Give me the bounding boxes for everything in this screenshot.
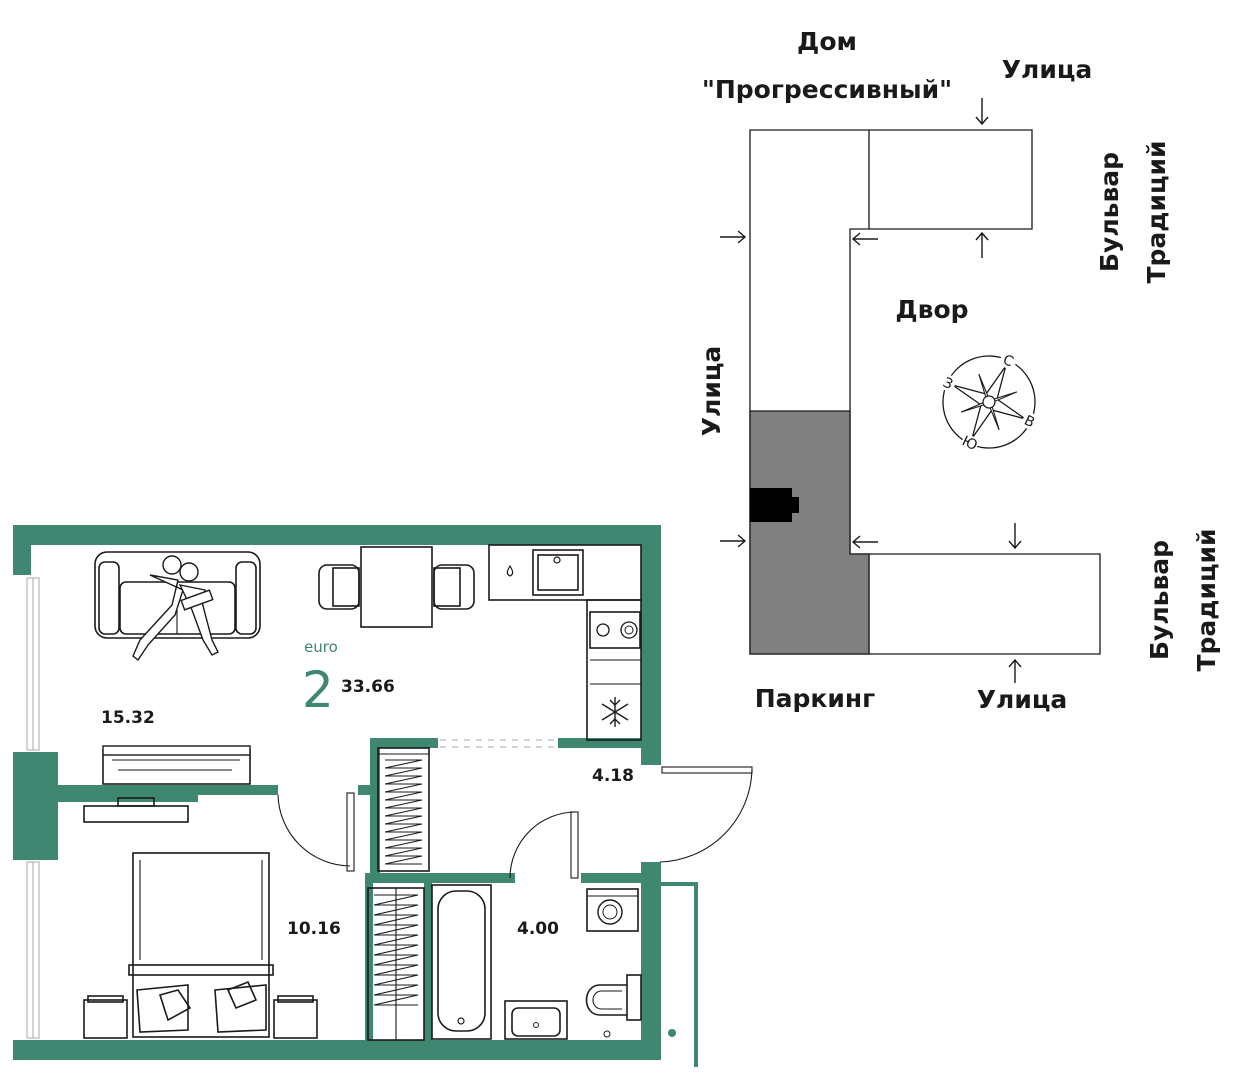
sink-icon [504, 1000, 568, 1040]
snowflake-icon [601, 697, 629, 727]
total-area: 33.66 [341, 677, 395, 697]
apartment-type-label: euro [304, 638, 338, 656]
tv-stand-icon [83, 745, 251, 823]
area-living-kitchen: 15.32 [101, 708, 155, 728]
entrance-marker [750, 488, 799, 522]
street-bottom-label: Улица [977, 685, 1068, 714]
windows [26, 577, 558, 1039]
toilet-icon [585, 974, 642, 1021]
area-hall: 4.18 [592, 766, 634, 786]
nightstand-right-icon [273, 999, 318, 1039]
kitchen-icon [488, 544, 642, 741]
site-plan: С В Ю З Дом "Прогрессивный" Улица Двор П… [697, 27, 1221, 714]
doors [277, 766, 753, 879]
sofa-icon [94, 551, 261, 639]
dining-table-icon [318, 546, 475, 628]
walls [13, 525, 698, 1067]
boulevard-upper-line2: Традиций [1142, 140, 1171, 283]
bedroom-wardrobe-icon [367, 887, 425, 1041]
compass-south: Ю [959, 433, 979, 454]
boulevard-lower-line1: Бульвар [1145, 540, 1174, 660]
parking-label: Паркинг [755, 684, 876, 713]
wardrobe-icon [377, 747, 430, 872]
parking-section [749, 410, 870, 655]
entrance-arrows [720, 98, 1022, 683]
boulevard-upper-line1: Бульвар [1095, 152, 1124, 272]
building-name-line1: Дом [797, 27, 857, 56]
apartment-plan: euro 2 33.66 15.32 4.18 10.16 4.00 [13, 525, 753, 1067]
area-bathroom: 4.00 [517, 919, 559, 939]
bathtub-icon [431, 884, 492, 1040]
courtyard-label: Двор [895, 295, 968, 324]
riser-marker [668, 1029, 676, 1037]
washing-machine-icon [586, 888, 639, 932]
bed-icon [128, 852, 274, 1038]
room-count: 2 [302, 661, 334, 719]
nightstand-left-icon [83, 999, 128, 1039]
boulevard-lower-line2: Традиций [1192, 528, 1221, 671]
street-left-label: Улица [697, 346, 726, 437]
compass-rose-icon: С В Ю З [938, 351, 1040, 454]
area-bedroom: 10.16 [287, 919, 341, 939]
street-top-label: Улица [1002, 55, 1093, 84]
building-name-line2: "Прогрессивный" [702, 75, 952, 104]
people-on-sofa-icon [132, 555, 219, 662]
